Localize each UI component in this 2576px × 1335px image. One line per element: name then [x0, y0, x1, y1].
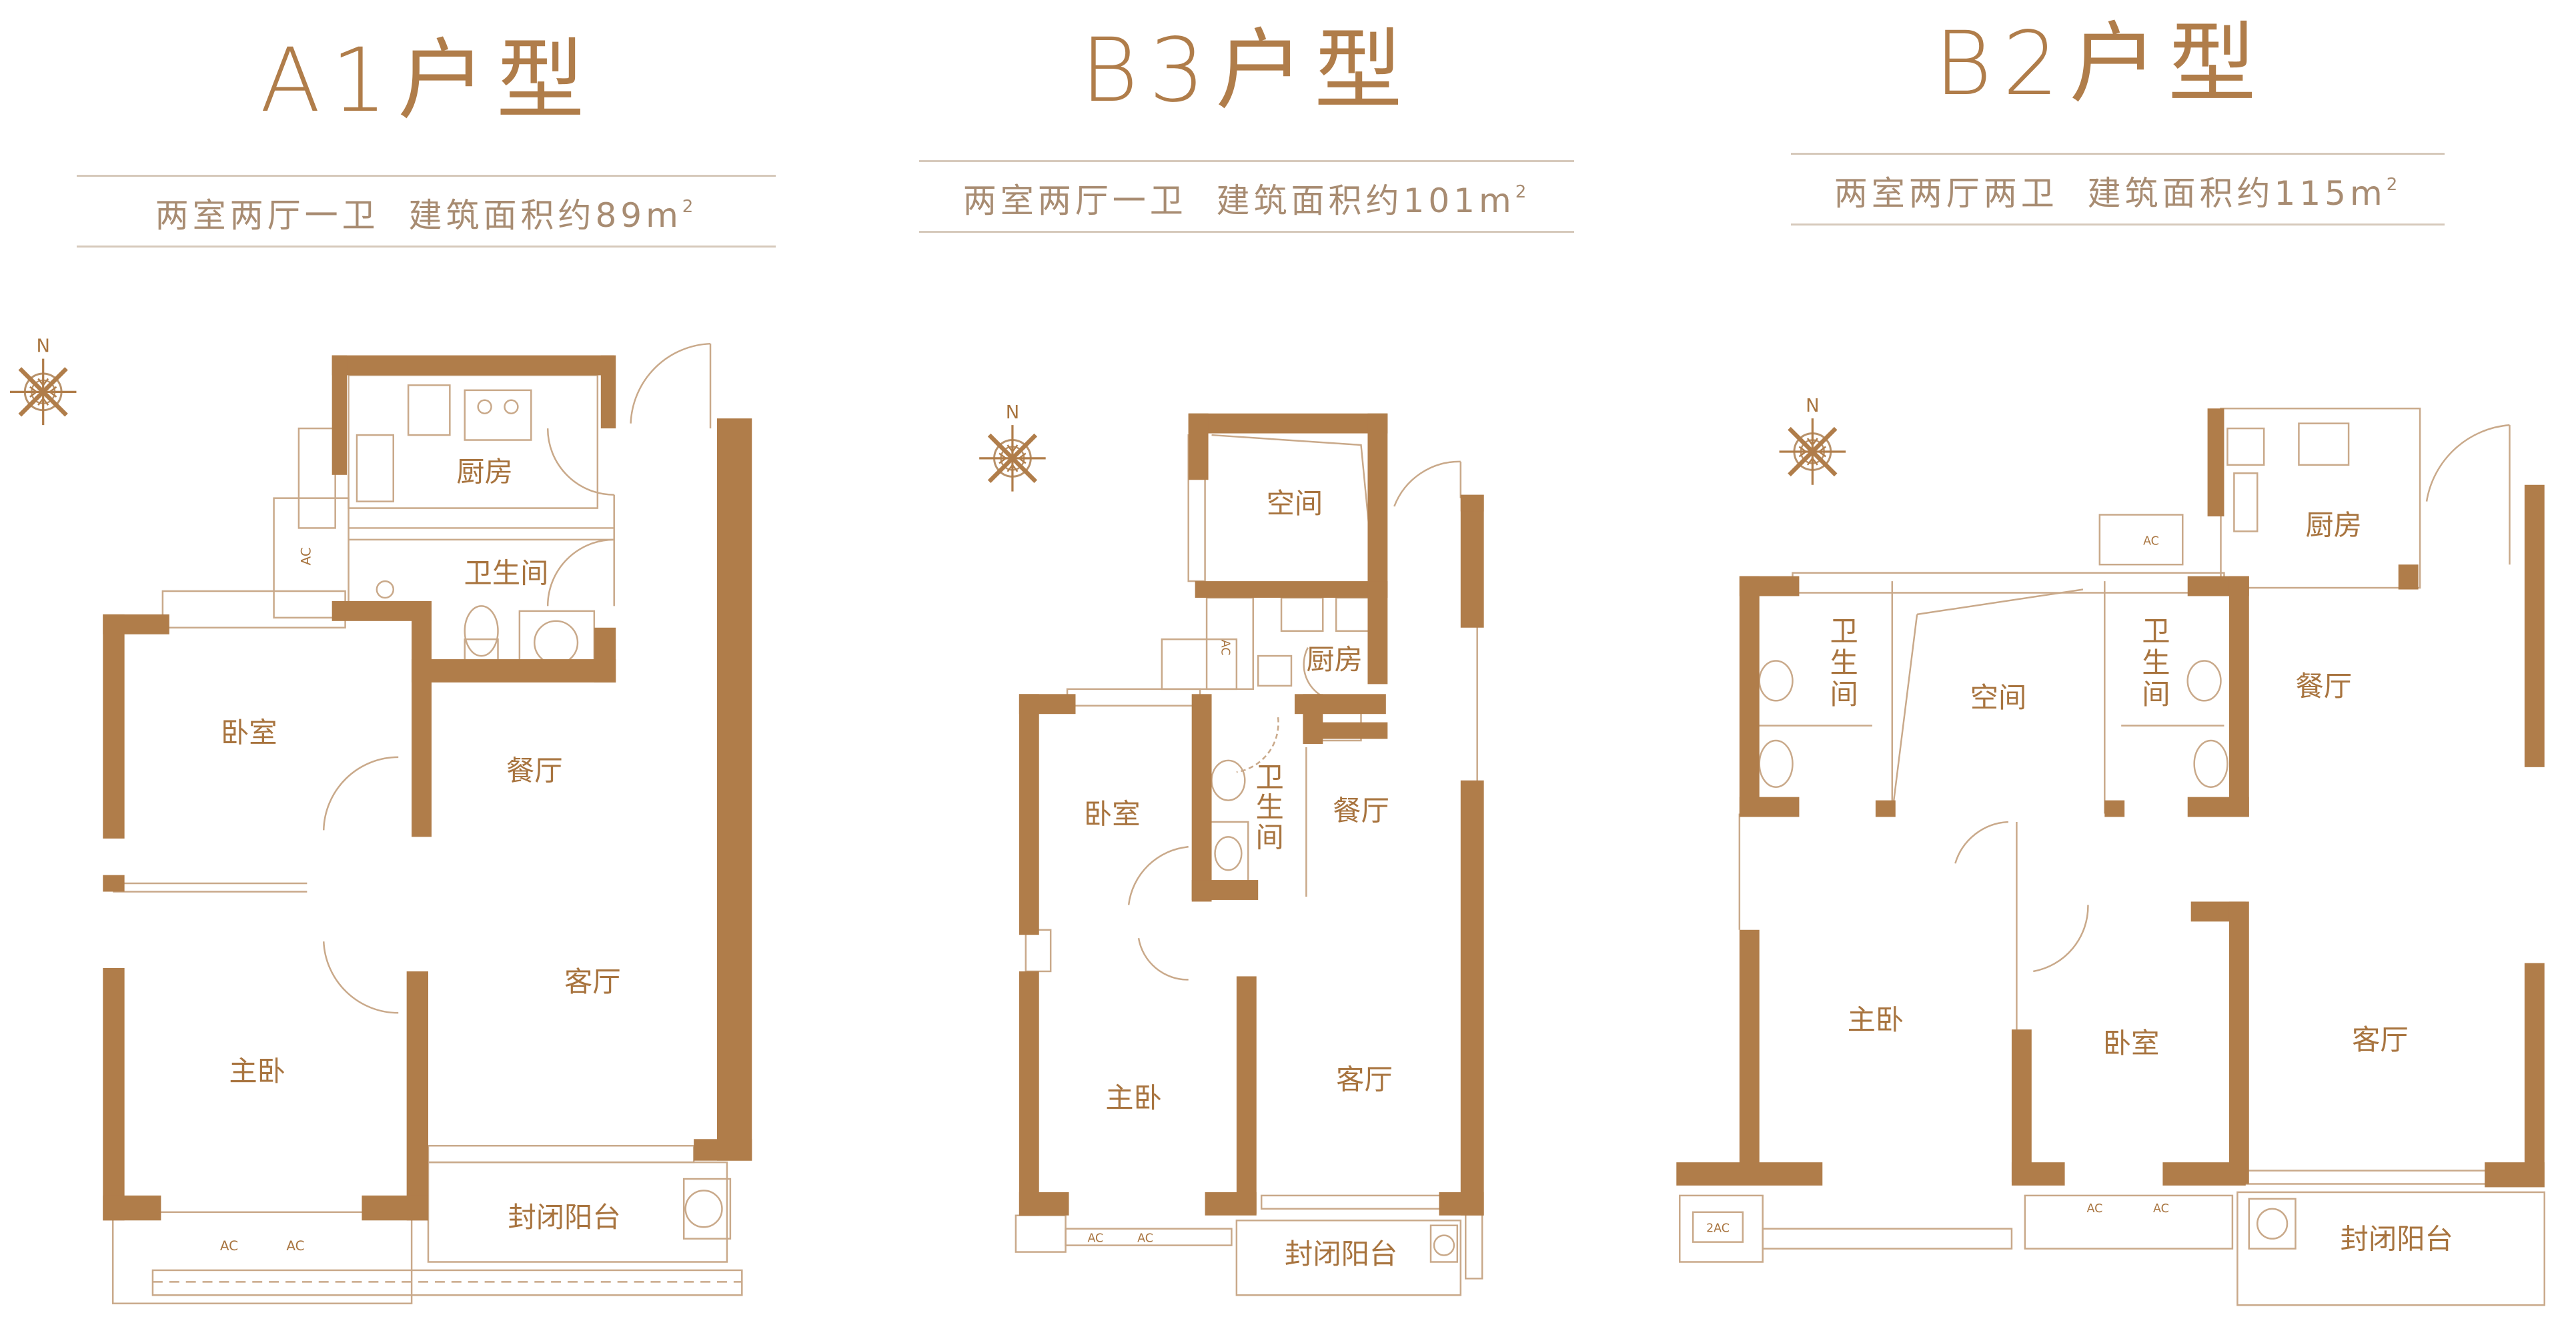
room-label-bedroom: 卧室: [2103, 1027, 2160, 1059]
ac-unit-label: AC: [1218, 640, 1231, 656]
area-unit-sup-b3: 2: [1515, 182, 1531, 202]
room-label-bathroom-char-2: 生: [1255, 791, 1283, 823]
plan-title-a1: A1户型: [260, 29, 596, 132]
ac-unit-label: AC: [2153, 1202, 2169, 1216]
room-label-space: 空间: [1970, 681, 2027, 714]
plan-title-b2: B2户型: [1934, 13, 2267, 115]
ac-unit-label: 2AC: [1706, 1222, 1730, 1236]
plan-subtitle-b3: 两室两厅一卫 建筑面积约101m2: [919, 160, 1574, 233]
room-label-space: 空间: [1267, 487, 1323, 520]
plan-title-b3: B3户型: [1081, 19, 1413, 122]
plan-a1: N: [10, 336, 752, 1304]
room-label-kitchen: 厨房: [2305, 508, 2362, 541]
area-label-b3: 建筑面积约: [1216, 181, 1403, 220]
area-value-b3: 101: [1403, 181, 1479, 220]
room-label-bedroom: 卧室: [221, 716, 277, 749]
room-label-bathroom-1: 卫生间: [1830, 615, 1858, 711]
ac-unit-label: AC: [2143, 534, 2159, 548]
compass-rose-icon: N: [1780, 396, 1846, 485]
svg-text:N: N: [1006, 402, 1019, 423]
room-label-living: 客厅: [2352, 1023, 2409, 1056]
svg-text:N: N: [1806, 396, 1819, 416]
room-label-bathroom-char-1: 卫: [1255, 761, 1283, 794]
room-label-bathroom-char-3: 间: [1255, 821, 1283, 853]
ac-unit-label: AC: [1087, 1232, 1103, 1246]
area-unit-sup-b2: 2: [2386, 175, 2402, 195]
layout-a1: 两室两厅一卫: [155, 196, 380, 235]
area-unit-sup-a1: 2: [682, 197, 698, 217]
area-unit-b3: m: [1478, 181, 1515, 220]
svg-text:间: 间: [1830, 678, 1858, 711]
area-value-a1: 89: [595, 196, 646, 235]
compass-rose-icon: N: [979, 402, 1046, 492]
ac-unit-label: AC: [298, 547, 313, 565]
room-label-bedroom: 卧室: [1084, 797, 1141, 830]
room-label-living: 客厅: [564, 965, 621, 998]
room-label-bathroom: 卫 生 间: [1255, 761, 1283, 854]
plan-b3: N: [979, 402, 1484, 1296]
plan-b2: N: [1676, 396, 2545, 1306]
ac-unit-label: AC: [286, 1238, 304, 1254]
plan-subtitle-a1: 两室两厅一卫 建筑面积约89m2: [77, 175, 776, 248]
svg-text:生: 生: [2142, 646, 2170, 679]
svg-text:卫: 卫: [2142, 615, 2170, 648]
layout-b3: 两室两厅一卫: [962, 181, 1187, 220]
ac-unit-label: AC: [1137, 1232, 1153, 1246]
room-label-kitchen: 厨房: [456, 456, 513, 488]
svg-text:卫: 卫: [1830, 615, 1858, 648]
svg-text:生: 生: [1830, 646, 1858, 679]
area-label-a1: 建筑面积约: [408, 196, 596, 235]
room-label-bathroom-2: 卫生间: [2142, 615, 2170, 711]
area-value-b2: 115: [2274, 174, 2350, 213]
compass-rose-icon: N: [10, 336, 77, 426]
plan-subtitle-b2: 两室两厅两卫 建筑面积约115m2: [1791, 153, 2445, 226]
room-label-balcony: 封闭阳台: [2341, 1223, 2453, 1256]
room-label-dining: 餐厅: [506, 755, 563, 787]
svg-text:间: 间: [2142, 678, 2170, 711]
room-label-dining: 餐厅: [2295, 670, 2352, 703]
room-label-kitchen: 厨房: [1306, 643, 1363, 676]
room-label-balcony: 封闭阳台: [1285, 1238, 1397, 1270]
area-unit-b2: m: [2349, 174, 2387, 213]
ac-unit-label: AC: [2086, 1202, 2102, 1216]
area-label-b2: 建筑面积约: [2087, 174, 2275, 213]
svg-text:N: N: [36, 336, 49, 357]
room-label-master-bedroom: 主卧: [1848, 1003, 1904, 1036]
room-label-master-bedroom: 主卧: [1105, 1081, 1162, 1114]
room-label-master-bedroom: 主卧: [229, 1055, 285, 1087]
room-label-dining: 餐厅: [1333, 794, 1389, 827]
ac-unit-label: AC: [220, 1238, 238, 1254]
room-label-bathroom: 卫生间: [464, 557, 549, 590]
room-label-balcony: 封闭阳台: [508, 1201, 620, 1234]
area-unit-a1: m: [646, 196, 682, 235]
layout-b2: 两室两厅两卫: [1834, 174, 2058, 213]
room-label-living: 客厅: [1336, 1063, 1393, 1096]
